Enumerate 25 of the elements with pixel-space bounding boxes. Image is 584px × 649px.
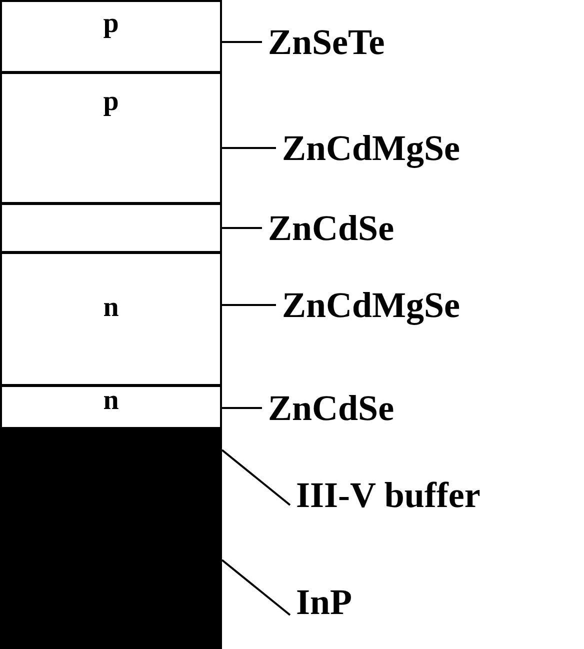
layer-box [0,252,222,386]
substrate-layer [0,540,222,649]
material-label: ZnCdSe [268,206,394,250]
leader-line [222,304,276,306]
doping-type: n [103,387,119,415]
material-label: ZnCdSe [268,386,394,430]
material-label: ZnSeTe [268,20,385,64]
material-label: InP [296,580,352,624]
layer-box [0,385,222,429]
layer-box [0,72,222,204]
material-label: ZnCdMgSe [282,126,460,170]
leader-line [221,449,291,506]
leader-line [221,559,291,616]
leader-line [222,41,262,43]
layer-box [0,0,222,73]
leader-line [222,227,262,229]
doping-type: p [103,88,119,116]
material-label: III-V buffer [296,473,480,517]
doping-type: p [103,10,119,38]
leader-line [222,147,276,149]
leader-line [222,407,262,409]
layer-box [0,203,222,253]
doping-type: n [103,294,119,322]
material-label: ZnCdMgSe [282,283,460,327]
substrate-layer [0,428,222,540]
